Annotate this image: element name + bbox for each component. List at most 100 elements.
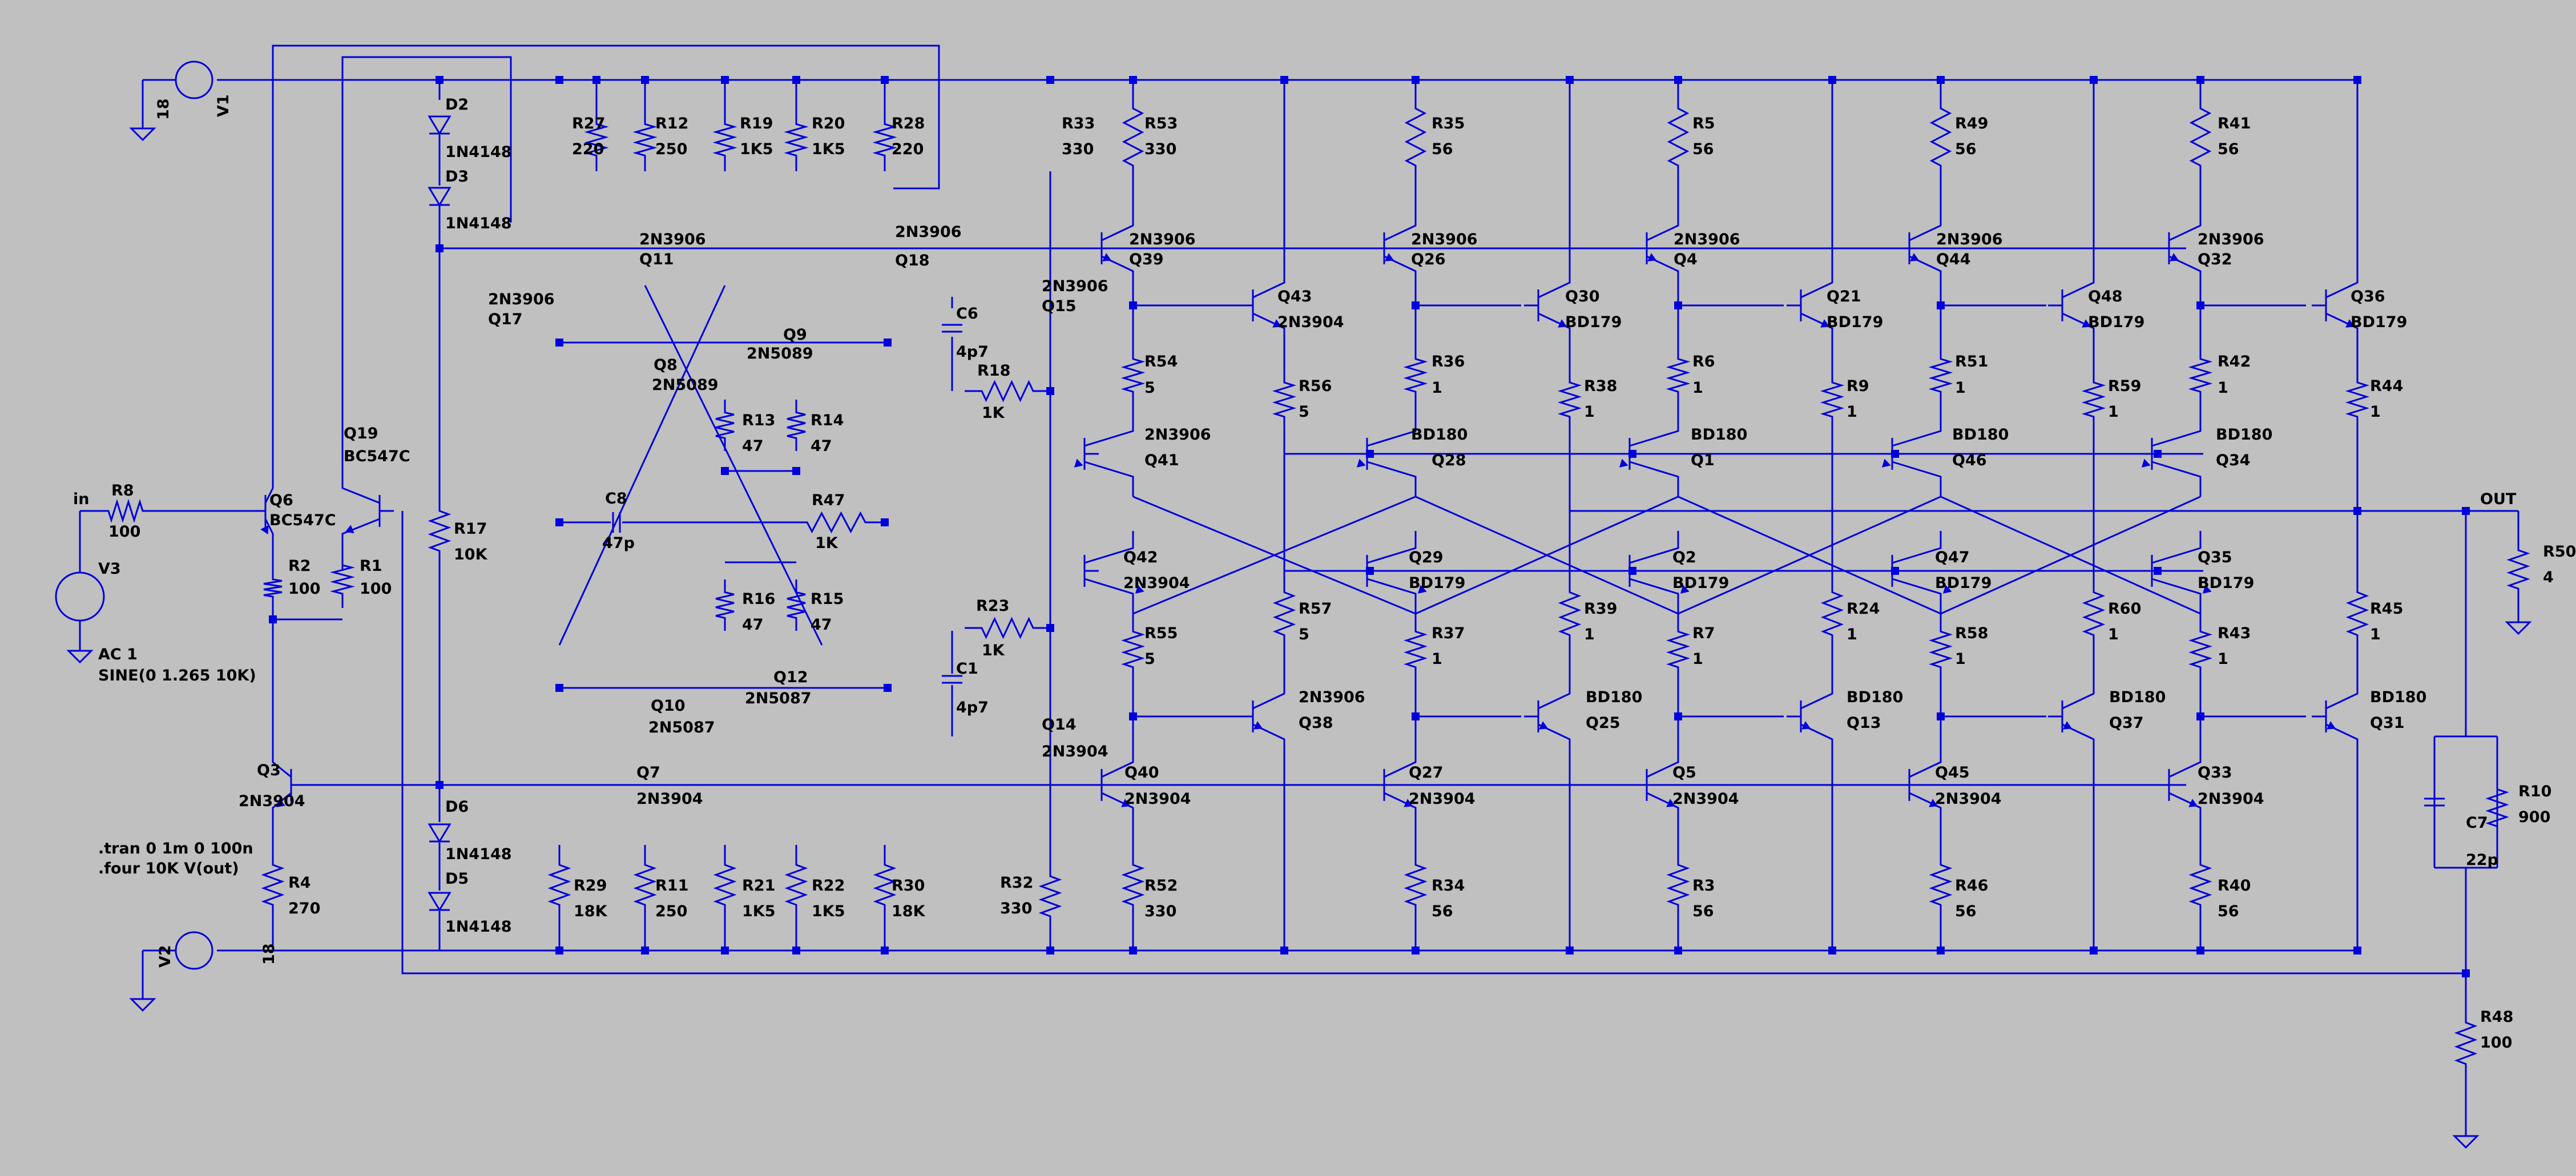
part-ref-R24: R24: [1847, 600, 1880, 618]
transistor-arrow: [2141, 458, 2151, 468]
transistor-lead: [1646, 736, 1679, 778]
part-ref-R47: R47: [812, 492, 845, 509]
part-ref-Q40: Q40: [1124, 764, 1159, 782]
junction-dot: [1828, 947, 1836, 955]
resistor-symbol: [1404, 614, 1428, 685]
transistor-lead: [2062, 691, 2095, 710]
ground-symbol: [2452, 1135, 2480, 1149]
part-value-R54: 5: [1144, 379, 1155, 397]
transistor-lead: [2151, 531, 2202, 564]
part-ref-R54: R54: [1144, 353, 1178, 370]
part-ref-R49: R49: [1955, 115, 1988, 132]
part-value-Q7: 2N3904: [636, 790, 703, 808]
part-value-R4: 270: [288, 900, 320, 917]
part-value-Q8: 2N5089: [652, 376, 719, 394]
transistor-lead: [1800, 691, 1833, 710]
part-value-Q48: BD179: [2088, 313, 2144, 331]
part-value-Q9: 2N5089: [747, 345, 813, 363]
resistor-symbol: [788, 511, 885, 534]
part-value-R22: 1K5: [812, 903, 845, 920]
part-ref-Q39: Q39: [1129, 251, 1164, 268]
part-value-Q17: 2N3906: [488, 291, 555, 308]
junction-dot: [592, 76, 600, 84]
transistor-lead: [1909, 736, 1942, 778]
part-value-Q19: BC547C: [344, 448, 410, 465]
resistor-symbol: [784, 108, 809, 171]
junction-dot: [2353, 76, 2361, 84]
part-value-R12: 250: [655, 140, 687, 158]
junction-dot: [2090, 76, 2098, 84]
transistor-lead: [1366, 531, 1417, 564]
junction-dot: [2154, 567, 2162, 575]
diode-symbol: [428, 187, 451, 207]
transistor-lead: [1252, 691, 1285, 710]
part-ref-Q9: Q9: [783, 326, 807, 344]
junction-dot: [721, 467, 729, 475]
junction-dot: [2196, 76, 2204, 84]
resistor-symbol: [1403, 343, 1428, 408]
part-ref-R32: R32: [1000, 874, 1033, 892]
part-ref-Q2: Q2: [1672, 549, 1696, 566]
transistor-lead: [1629, 461, 1679, 497]
source-ref-v3: V3: [98, 560, 121, 578]
part-value-R9: 1: [1847, 403, 1857, 421]
transistor-lead: [1366, 461, 1417, 497]
transistor-lead: [1909, 194, 1942, 241]
part-ref-Q25: Q25: [1586, 714, 1620, 732]
part-ref-Q36: Q36: [2351, 288, 2385, 305]
junction-dot: [1280, 76, 1288, 84]
part-ref-Q5: Q5: [1672, 764, 1696, 782]
transistor-lead: [272, 792, 292, 822]
transistor-arrow: [1647, 253, 1657, 261]
part-value-R57: 5: [1299, 626, 1309, 643]
junction-dot: [1628, 450, 1636, 458]
transistor-lead: [1629, 408, 1679, 447]
part-value-Q10: 2N5087: [648, 719, 715, 736]
part-value-R40: 56: [2218, 903, 2239, 920]
part-ref-R3: R3: [1692, 877, 1715, 895]
transistor-lead: [1101, 736, 1134, 778]
transistor-arrow: [2063, 721, 2073, 730]
part-value-Q12: 2N5087: [745, 690, 812, 707]
part-ref-Q17: Q17: [488, 311, 523, 328]
transistor-lead: [1101, 255, 1134, 303]
junction-dot: [641, 947, 649, 955]
transistor-lead: [1800, 312, 1833, 365]
part-ref-Q47: Q47: [1935, 549, 1970, 566]
part-ref-D6: D6: [445, 798, 469, 816]
source-value2-v3: SINE(0 1.265 10K): [98, 667, 256, 684]
transistor-lead: [1892, 531, 1942, 564]
part-ref-Q34: Q34: [2216, 452, 2251, 469]
transistor-arrow: [276, 799, 285, 808]
resistor-symbol: [584, 108, 609, 171]
spice-directive-four: .four 10K V(out): [98, 860, 239, 877]
part-ref-Q12: Q12: [773, 668, 808, 686]
part-value-R17: 10K: [454, 546, 488, 563]
part-ref-D5: D5: [445, 870, 469, 888]
ground-symbol: [2505, 621, 2532, 635]
part-ref-D2: D2: [445, 96, 469, 114]
part-ref-R60: R60: [2108, 600, 2141, 618]
part-ref-R19: R19: [740, 115, 773, 132]
part-ref-R44: R44: [2370, 377, 2403, 395]
transistor-arrow: [2170, 253, 2179, 261]
ground-symbol: [66, 650, 94, 664]
resistor-symbol: [1122, 80, 1144, 194]
part-ref-Q4: Q4: [1674, 251, 1698, 268]
part-ref-Q11: Q11: [639, 251, 674, 268]
junction-dot: [1129, 712, 1137, 720]
resistor-symbol: [1272, 365, 1297, 434]
part-ref-R41: R41: [2218, 115, 2251, 132]
resistor-symbol: [632, 108, 658, 171]
resistor-symbol: [330, 551, 355, 608]
part-value-Q5: 2N3904: [1672, 790, 1739, 808]
part-value-R11: 250: [655, 903, 687, 920]
part-ref-R6: R6: [1692, 353, 1715, 370]
part-ref-R40: R40: [2218, 877, 2251, 895]
resistor-symbol: [965, 617, 1050, 639]
part-value-Q25: BD180: [1586, 688, 1642, 706]
part-ref-R2: R2: [288, 557, 311, 575]
part-value-Q41: 2N3906: [1144, 426, 1211, 444]
transistor-lead: [1084, 461, 1134, 497]
part-ref-Q30: Q30: [1565, 288, 1600, 305]
